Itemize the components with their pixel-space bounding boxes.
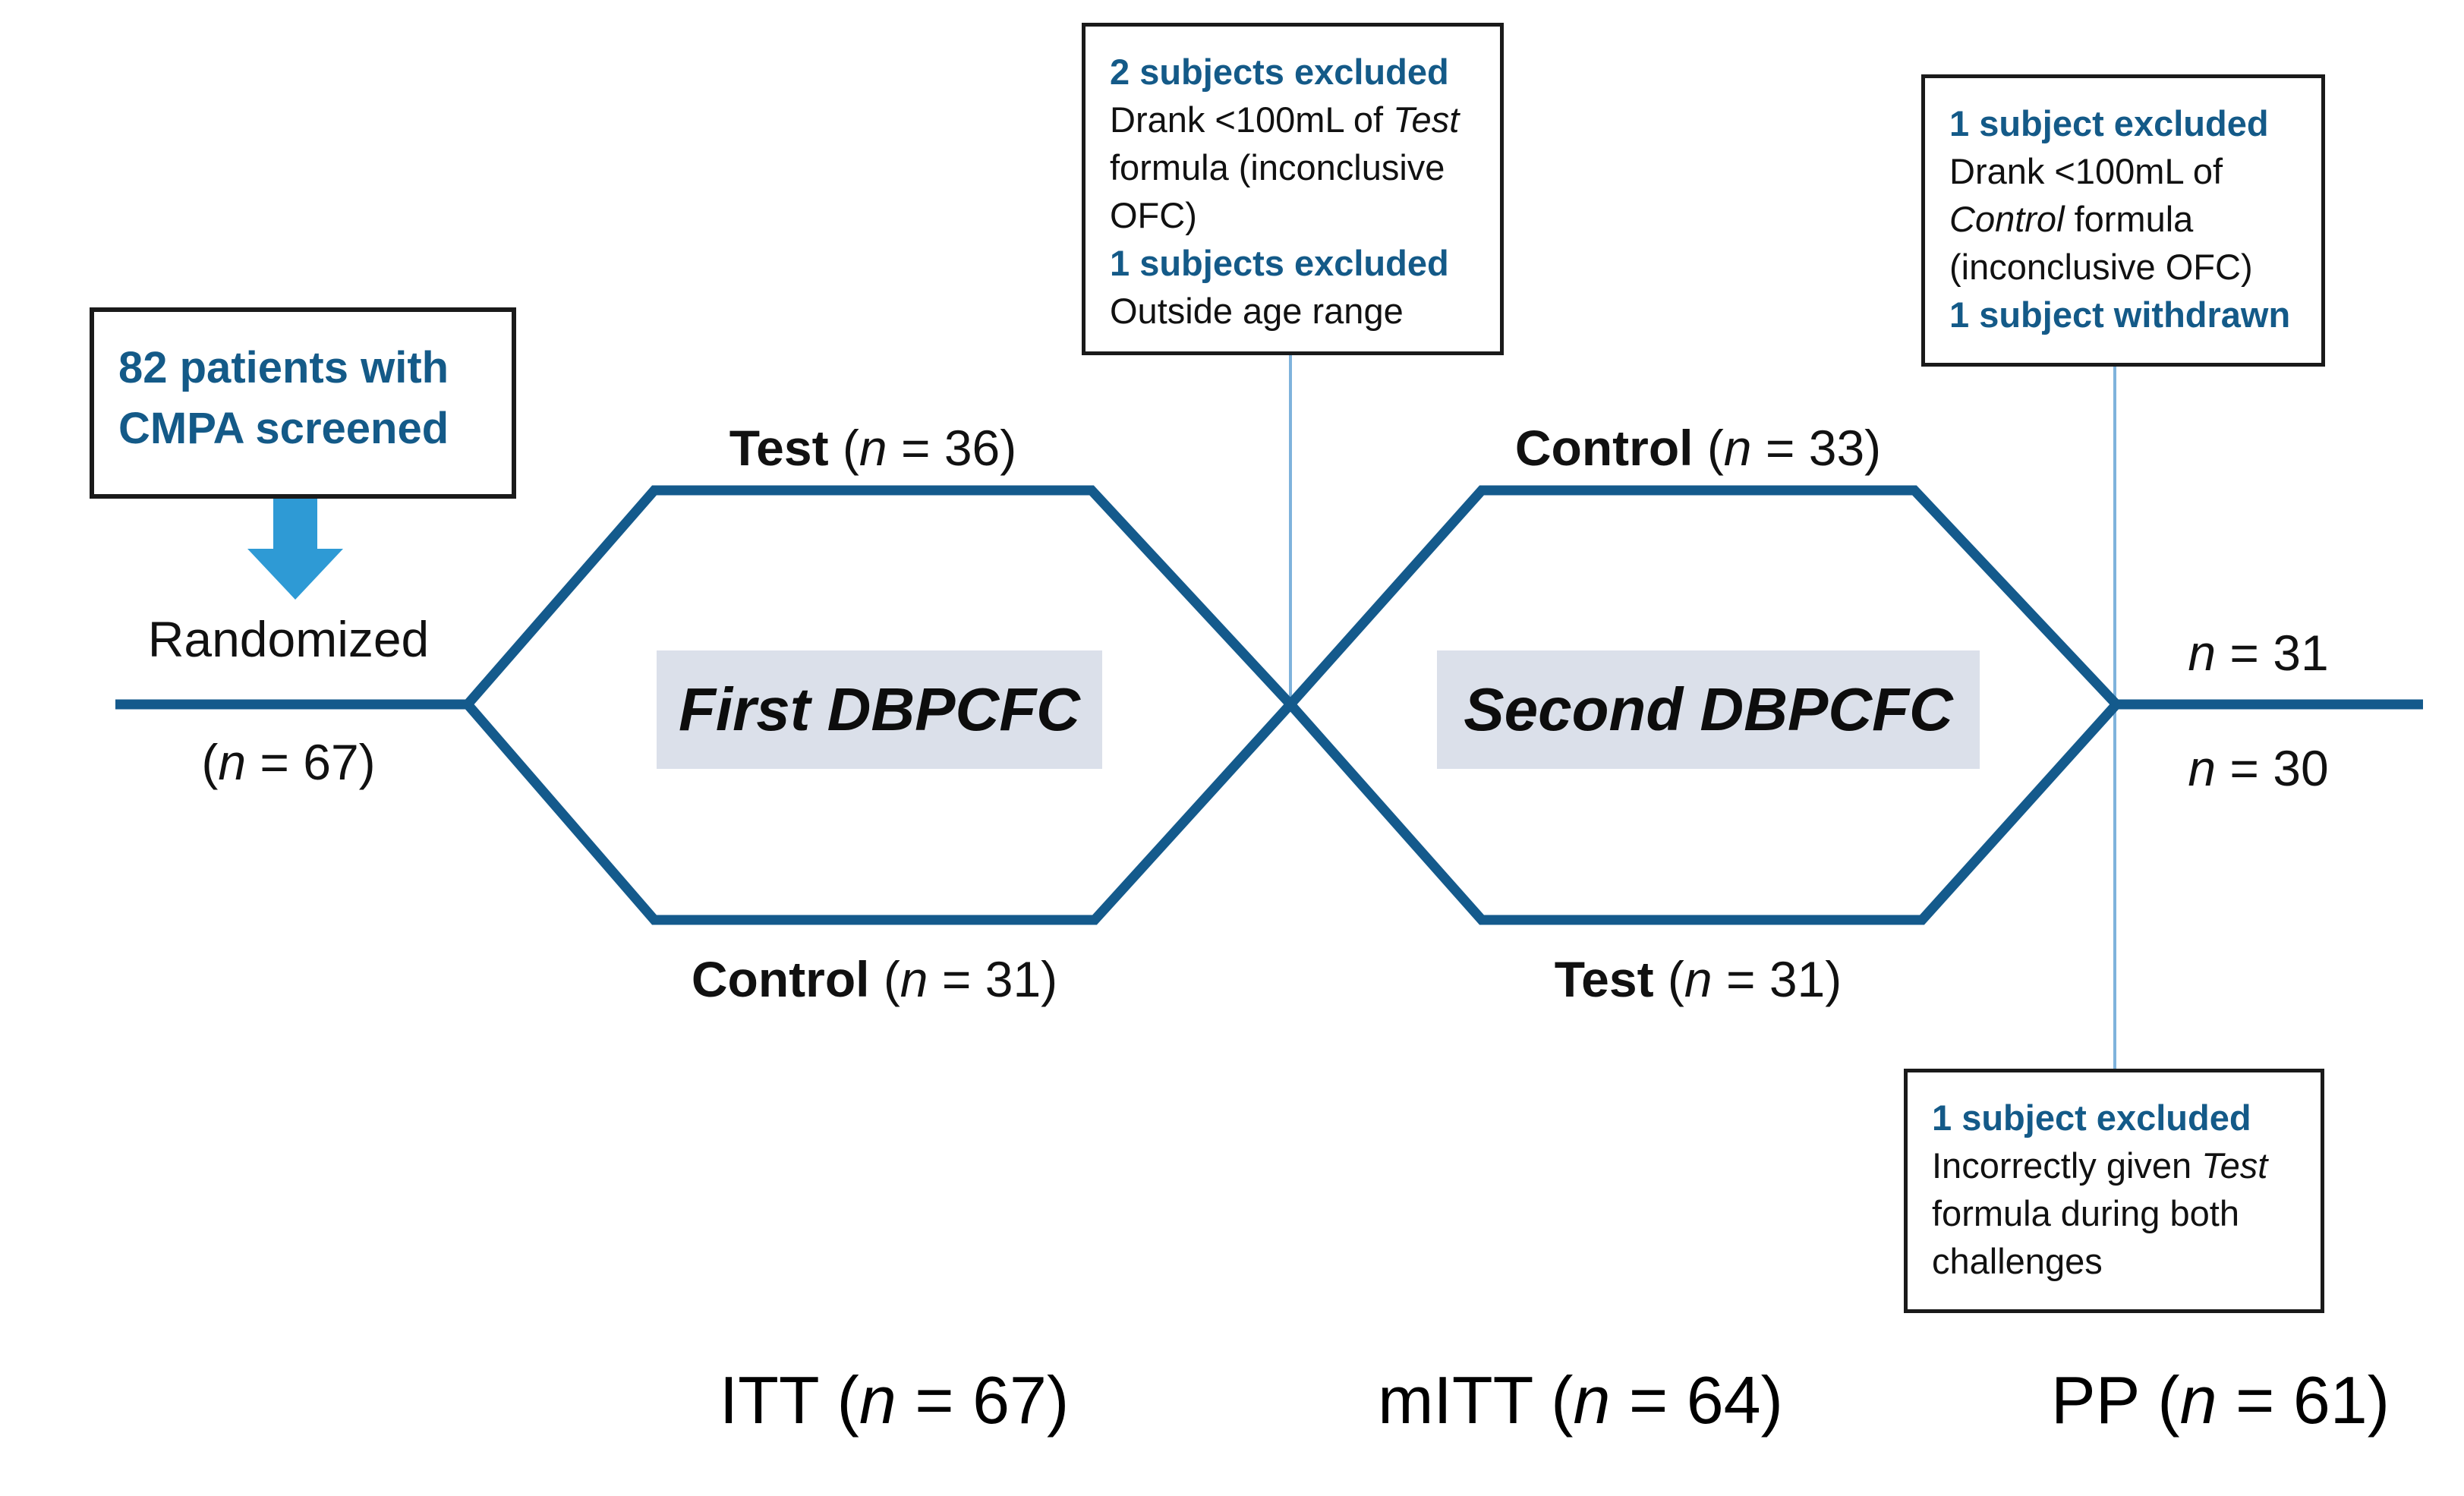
screening-line2: CMPA screened (118, 404, 449, 453)
final-count-upper-post: = 31 (2216, 625, 2329, 681)
exclusion-mid-heading2: 1 subjects excluded (1110, 243, 1449, 283)
exclusion-box-second-dbpcfc: 1 subject excluded Drank <100mL of Contr… (1921, 74, 2325, 367)
arm-test-second: Test (n = 31) (1555, 947, 1842, 1011)
randomized-count: (n = 67) (201, 730, 375, 794)
exclusion-bottom-heading1: 1 subject excluded (1932, 1098, 2251, 1138)
arm-test-second-post: = 31) (1712, 951, 1842, 1007)
exclusion-mid-line1: Drank <100mL of Test (1110, 96, 1476, 143)
population-mitt-name: mITT (1378, 1362, 1533, 1438)
screening-line1: 82 patients with (118, 343, 449, 392)
arm-test-second-name: Test (1554, 951, 1654, 1007)
arm-test-first-name: Test (729, 420, 829, 476)
randomized-count-n: n (218, 734, 247, 790)
population-pp-pre: ( (2138, 1362, 2180, 1438)
final-count-upper-n: n (2188, 625, 2217, 681)
exclusion-bottom-line1a: Incorrectly given (1932, 1145, 2202, 1186)
exclusion-mid-line2: formula (inconclusive (1110, 147, 1445, 187)
population-itt: ITT (n = 67) (720, 1359, 1070, 1442)
population-pp-name: PP (2050, 1362, 2139, 1438)
exclusion-bottom-line3: challenges (1932, 1241, 2103, 1281)
exclusion-right-line2: Control formula (1949, 195, 2297, 243)
population-itt-n: n (859, 1362, 896, 1438)
population-pp-post: = 61) (2217, 1362, 2390, 1438)
population-pp: PP (n = 61) (2051, 1359, 2390, 1442)
exclusion-box-pp: 1 subject excluded Incorrectly given Tes… (1904, 1069, 2324, 1313)
second-dbpcfc-hexagon (1284, 485, 2123, 925)
down-arrow-icon (247, 497, 343, 600)
randomized-label: Randomized (147, 611, 430, 667)
exclusion-right-heading1: 1 subject excluded (1949, 103, 2269, 143)
phase-second-dbpcfc: Second DBPCFC (1437, 650, 1980, 769)
exclusion-right-line2a: Control (1949, 199, 2065, 239)
arm-control-first-n: n (900, 951, 928, 1007)
randomized-count-pre: ( (201, 734, 219, 790)
exclusion-mid-line3: OFC) (1110, 195, 1197, 235)
exclusion-mid-line4: Outside age range (1110, 291, 1404, 331)
arm-control-second-n: n (1723, 420, 1752, 476)
phase-first-dbpcfc: First DBPCFC (657, 650, 1102, 769)
exclusion-bottom-line1b: Test (2201, 1145, 2268, 1186)
arm-test-second-pre: ( (1653, 951, 1684, 1007)
arm-control-second-post: = 33) (1751, 420, 1882, 476)
arm-control-first-pre: ( (869, 951, 900, 1007)
arm-control-first-name: Control (691, 951, 870, 1007)
arm-test-second-n: n (1684, 951, 1713, 1007)
population-mitt-post: = 64) (1610, 1362, 1783, 1438)
arm-control-first: Control (n = 31) (692, 947, 1057, 1011)
arm-control-first-post: = 31) (928, 951, 1058, 1007)
exclusion-right-line2b: formula (2064, 199, 2194, 239)
exclusion-right-line3: (inconclusive OFC) (1949, 247, 2253, 287)
population-itt-name: ITT (719, 1362, 819, 1438)
population-mitt-pre: ( (1532, 1362, 1574, 1438)
arm-control-second-pre: ( (1693, 420, 1724, 476)
final-count-upper: n = 31 (2188, 621, 2328, 685)
exclusion-mid-heading1: 2 subjects excluded (1110, 52, 1449, 92)
final-count-lower-post: = 30 (2216, 740, 2329, 796)
exclusion-bottom-line2: formula during both (1932, 1193, 2239, 1233)
arm-control-second: Control (n = 33) (1515, 416, 1881, 480)
final-count-lower: n = 30 (2188, 736, 2328, 800)
exclusion-right-heading2: 1 subject withdrawn (1949, 294, 2291, 335)
population-itt-post: = 67) (896, 1362, 1070, 1438)
randomized-count-post: = 67) (246, 734, 376, 790)
exclusion-mid-line1b: Test (1393, 99, 1460, 140)
exclusion-bottom-line1: Incorrectly given Test (1932, 1142, 2296, 1189)
exclusion-mid-line1a: Drank <100mL of (1110, 99, 1394, 140)
arm-test-first-post: = 36) (887, 420, 1017, 476)
arm-test-first-n: n (859, 420, 887, 476)
population-itt-pre: ( (818, 1362, 859, 1438)
exclusion-right-line1: Drank <100mL of (1949, 151, 2223, 191)
arm-control-second-name: Control (1514, 420, 1694, 476)
population-mitt: mITT (n = 64) (1378, 1359, 1783, 1442)
arm-test-first: Test (n = 36) (729, 416, 1016, 480)
arm-test-first-pre: ( (828, 420, 859, 476)
population-mitt-n: n (1573, 1362, 1611, 1438)
final-count-lower-n: n (2188, 740, 2217, 796)
population-pp-n: n (2179, 1362, 2217, 1438)
screening-box: 82 patients with CMPA screened (90, 307, 516, 499)
exclusion-box-first-dbpcfc: 2 subjects excluded Drank <100mL of Test… (1082, 23, 1504, 355)
